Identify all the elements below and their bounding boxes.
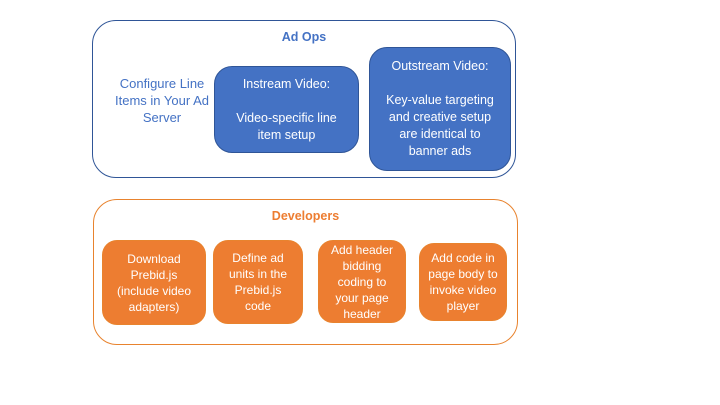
developers-panel-title: Developers [271,209,340,223]
step-define-ad-units-box: Define ad units in the Prebid.js code [213,240,303,324]
developers-panel: Developers Download Prebid.js (include v… [93,199,518,345]
instream-video-box: Instream Video: Video-specific line item… [214,66,359,153]
step-header-bidding-box: Add header bidding coding to your page h… [318,240,406,323]
outstream-video-box: Outstream Video: Key-value targeting and… [369,47,511,171]
ad-ops-panel: Ad Ops Configure Line Items in Your Ad S… [92,20,516,178]
ad-ops-panel-title: Ad Ops [281,30,327,44]
step-invoke-player-box: Add code in page body to invoke video pl… [419,243,507,321]
configure-line-items-note: Configure Line Items in Your Ad Server [115,76,209,125]
step-download-prebid-box: Download Prebid.js (include video adapte… [102,240,206,325]
